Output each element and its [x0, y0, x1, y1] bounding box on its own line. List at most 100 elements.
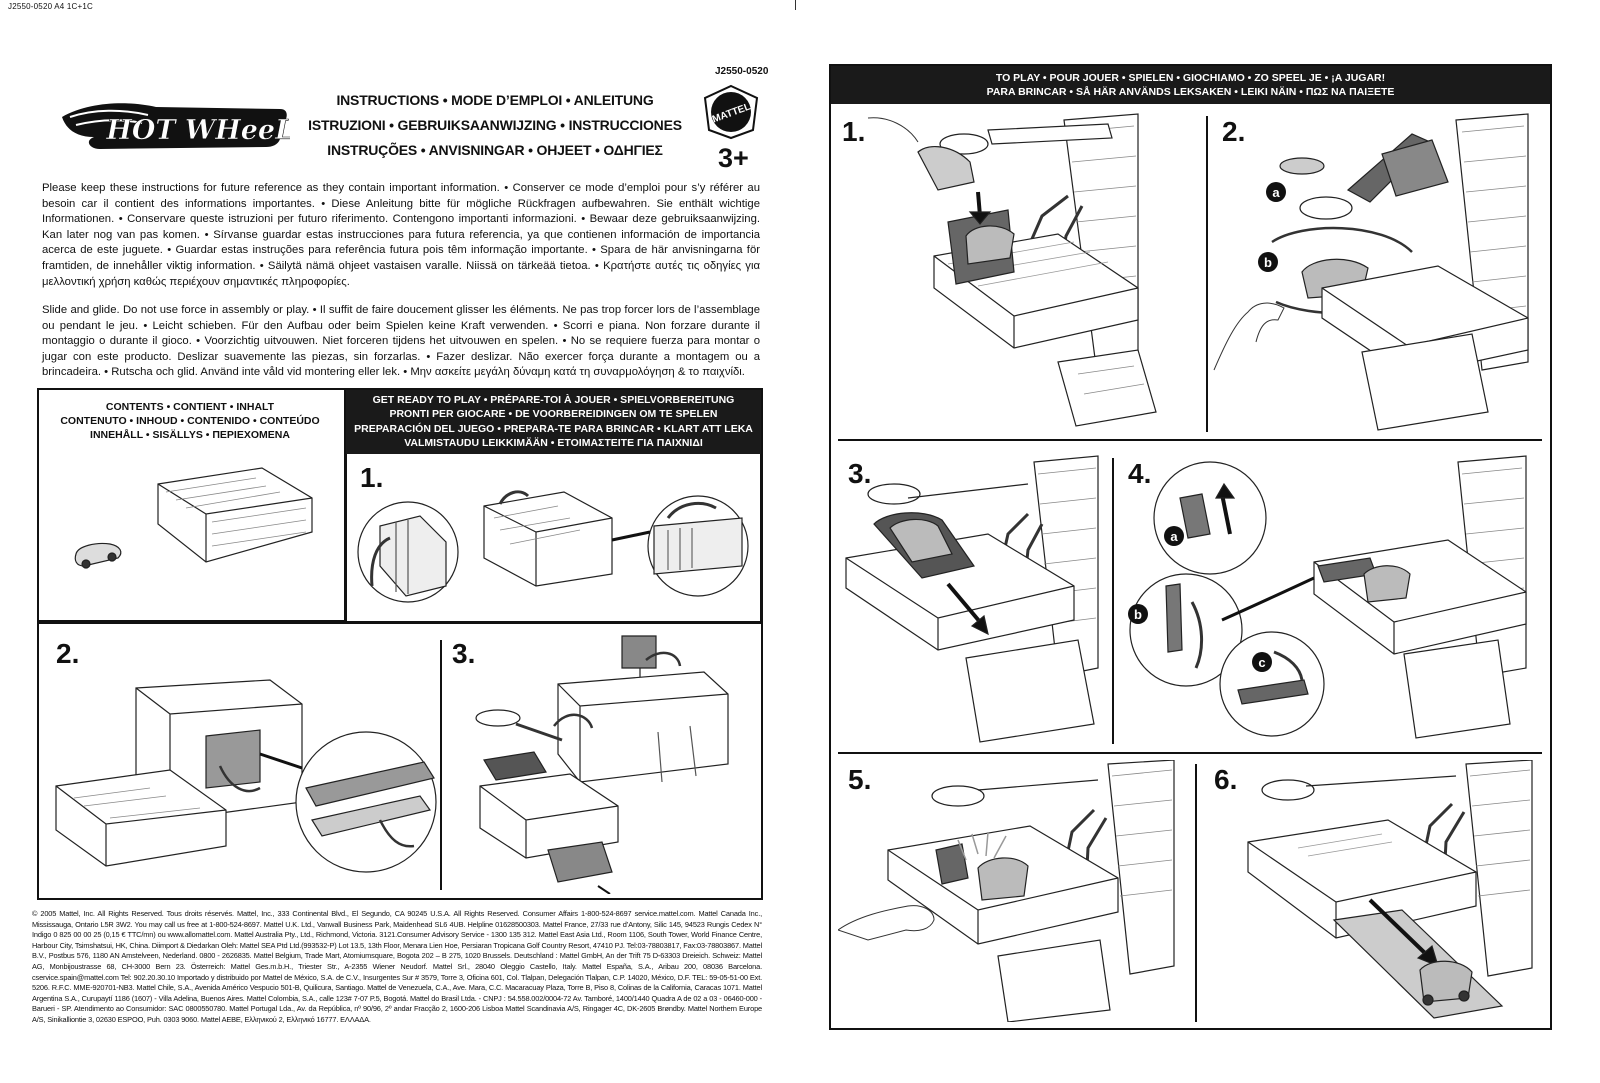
toy-car: [918, 147, 974, 190]
play-step-5-number: 5.: [848, 764, 872, 795]
column-divider: [1195, 764, 1197, 1022]
magnifier-lens: [476, 710, 520, 726]
logo-wordmark: HOT WHeeLS: [105, 115, 290, 146]
to-play-heading: TO PLAY • POUR JOUER • SPIELEN • GIOCHIA…: [831, 66, 1550, 104]
get-ready-heading-line: PRONTI PER GIOCARE • DE VOORBEREIDINGEN …: [389, 408, 718, 421]
magnifier-lens: [1300, 197, 1352, 219]
magnifier-lens: [940, 134, 988, 154]
age-rating: 3+: [718, 143, 749, 173]
assembly-step-3-illustration: [450, 632, 760, 894]
document-code: J2550-0520: [715, 66, 769, 77]
assembly-step-2-number: 2.: [56, 638, 80, 669]
toy-car: [1420, 961, 1472, 1002]
callout-b: b: [1128, 604, 1148, 624]
contents-illustration: [66, 462, 326, 592]
get-ready-heading-line: GET READY TO PLAY • PRÉPARE-TOI À JOUER …: [372, 394, 735, 406]
exit-ramp: [1362, 334, 1488, 430]
play-step-2-illustration: a b: [1212, 112, 1544, 434]
to-play-heading-line: PARA BRINCAR • SÅ HÄR ANVÄNDS LEKSAKEN •…: [986, 86, 1395, 98]
callout-b: b: [1258, 252, 1278, 272]
support-leg: [206, 730, 260, 788]
playset-base: [56, 770, 226, 866]
play-frame: [829, 64, 1552, 1030]
get-ready-heading-line: PREPARACIÓN DEL JUEGO • PREPARA-TE PARA …: [354, 422, 753, 435]
assembly-step-1-panel: [346, 454, 761, 622]
assembly-step-3-number: 3.: [452, 638, 476, 669]
play-step-5-illustration: [838, 760, 1194, 1022]
play-step-4-illustration: a b c: [1128, 454, 1544, 748]
column-divider: [1206, 116, 1208, 432]
playset-tower: [1466, 760, 1532, 976]
title-line-1: INSTRUCTIONS • MODE D’EMPLOI • ANLEITUNG: [336, 92, 654, 108]
play-deck: [1248, 820, 1476, 938]
play-step-4-number: 4.: [1128, 458, 1152, 489]
toy-car: [966, 226, 1014, 264]
contents-heading-line: CONTENTS • CONTIENT • INHALT: [105, 401, 275, 413]
column-divider: [1112, 458, 1114, 744]
exit-ramp: [1058, 350, 1156, 426]
play-deck: [1322, 266, 1528, 376]
overhead-beam: [988, 124, 1112, 144]
play-step-3-number: 3.: [848, 458, 872, 489]
detail-zoom-circle-a: [1154, 462, 1266, 574]
exit-ramp: [1404, 640, 1510, 738]
play-step-6-illustration: [1202, 760, 1544, 1022]
exit-ramp: [548, 842, 612, 882]
mattel-logo: MATTEL: [703, 84, 759, 140]
crop-mark: [795, 0, 796, 10]
row-divider: [838, 752, 1542, 754]
launch-ramp: [484, 752, 546, 780]
contents-heading-line: CONTENUTO • INHOUD • CONTENIDO • CONTEÚD…: [60, 415, 320, 427]
detail-zoom-circle-c: [1220, 632, 1324, 736]
exit-ramp: [998, 940, 1110, 1022]
magnifier-lens-raised: [1280, 158, 1324, 174]
get-ready-heading-line: VALMISTAUDU LEIKKIMÄÄN • ΕΤΟΙΜΑΣΤΕΙΤΕ ΓΙ…: [404, 436, 703, 449]
playset-upper: [558, 672, 728, 782]
callout-c-label: c: [1258, 655, 1265, 670]
callout-a: a: [1164, 526, 1184, 546]
callout-a-label: a: [1170, 529, 1178, 544]
row-divider: [838, 439, 1542, 441]
play-step-2-number: 2.: [1222, 116, 1246, 147]
play-step-1-illustration: [838, 112, 1204, 434]
column-divider: [440, 640, 442, 890]
exit-track: [1334, 910, 1502, 1018]
callout-a-label: a: [1272, 185, 1280, 200]
callout-c: c: [1252, 652, 1272, 672]
assembly-step-1-number: 1.: [360, 462, 384, 493]
play-deck: [846, 534, 1074, 650]
gate-lever: [936, 844, 968, 884]
callout-b-label: b: [1134, 607, 1142, 622]
get-ready-heading: GET READY TO PLAY • PRÉPARE-TOI À JOUER …: [346, 390, 761, 454]
magnifier-lens: [932, 786, 984, 806]
callout-a: a: [1266, 182, 1286, 202]
row-divider: [37, 622, 763, 624]
detail-zoom-circle-b: [1130, 574, 1242, 686]
contents-heading: CONTENTS • CONTIENT • INHALT CONTENUTO •…: [55, 400, 325, 442]
contents-panel: [37, 388, 346, 622]
pressing-finger: [838, 906, 934, 940]
playset-tower: [1108, 760, 1174, 974]
toy-car: [890, 519, 952, 562]
backboard-sign: [622, 636, 656, 668]
contents-heading-line: INNEHÅLL • SISÄLLYS • ΠΕΡΙΕΧΟΜΕΝΑ: [90, 429, 290, 441]
assembly-step-2-illustration: [50, 670, 438, 892]
assembly-box: [37, 388, 763, 900]
exit-ramp: [966, 640, 1094, 742]
folded-playset: [158, 468, 312, 562]
toy-car: [978, 858, 1028, 900]
play-step-1-number: 1.: [842, 116, 866, 147]
legal-footer: © 2005 Mattel, Inc. All Rights Reserved.…: [32, 909, 762, 1024]
assembly-step-1-illustration: [350, 466, 758, 616]
playset-unfolding: [484, 492, 612, 586]
play-step-6-number: 6.: [1214, 764, 1238, 795]
play-step-3-illustration: [838, 454, 1110, 744]
title-line-2: ISTRUZIONI • GEBRUIKSAANWIJZING • INSTRU…: [308, 117, 682, 133]
hot-wheels-logo: HOT WHeeLS: [62, 103, 290, 149]
title-line-3: INSTRUÇÕES • ANVISNINGAR • OHJEET • ΟΔΗΓ…: [327, 142, 663, 158]
toy-car: [1364, 566, 1410, 602]
hand: [1214, 303, 1284, 370]
magnifier-lens: [868, 484, 920, 504]
callout-b-label: b: [1264, 255, 1272, 270]
keep-instructions-text: Please keep these instructions for futur…: [42, 182, 760, 288]
